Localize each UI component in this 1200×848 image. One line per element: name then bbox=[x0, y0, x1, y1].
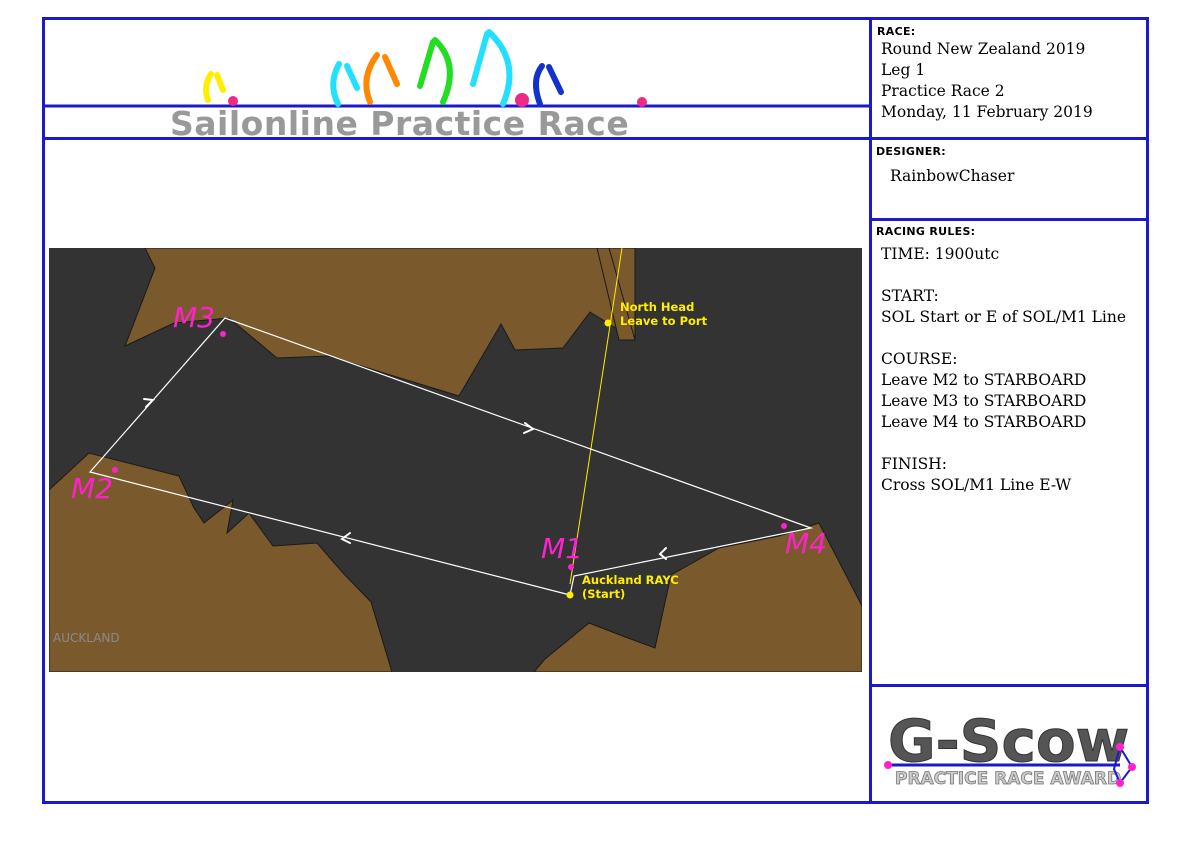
course-map: M1 M2 M3 M4 North Head Leave to Port Auc… bbox=[49, 248, 862, 672]
race-leg: Leg 1 bbox=[881, 61, 926, 79]
race-date: Monday, 11 February 2019 bbox=[881, 103, 1093, 121]
course-direction-arrow bbox=[340, 532, 351, 544]
logo-sub-text: PRACTICE RACE AWARD bbox=[895, 769, 1121, 789]
start-label: Auckland RAYC bbox=[582, 573, 679, 587]
designer-name: RainbowChaser bbox=[890, 167, 1015, 185]
designer-label: DESIGNER: bbox=[876, 145, 946, 158]
mark-m4-label: M4 bbox=[785, 527, 827, 560]
rules-time: TIME: 1900utc bbox=[881, 245, 1000, 263]
mark-m1-label: M1 bbox=[541, 532, 583, 565]
header-divider bbox=[42, 137, 1149, 140]
north-point-land bbox=[596, 248, 636, 341]
mark-m3-label: M3 bbox=[173, 301, 215, 334]
rules-course-heading: COURSE: bbox=[881, 350, 958, 368]
page-frame bbox=[42, 17, 1149, 804]
course-direction-arrow bbox=[658, 547, 667, 560]
mark-m3-dot bbox=[220, 331, 226, 337]
mark-m2-dot bbox=[112, 467, 118, 473]
course-route bbox=[88, 317, 814, 596]
race-label: RACE: bbox=[877, 25, 916, 38]
logo-course-icon bbox=[884, 743, 1136, 787]
rules-start-text: SOL Start or E of SOL/M1 Line bbox=[881, 308, 1127, 326]
north-shore-land bbox=[124, 248, 636, 397]
start-finish-line bbox=[569, 248, 623, 585]
designer-divider bbox=[869, 218, 1149, 221]
rules-finish-text: Cross SOL/M1 Line E-W bbox=[881, 476, 1072, 494]
banner-title: Sailonline Practice Race bbox=[170, 104, 630, 143]
north-head-dot bbox=[604, 319, 612, 327]
mark-m4-dot bbox=[781, 523, 787, 529]
start-note: (Start) bbox=[582, 587, 625, 601]
race-practice-number: Practice Race 2 bbox=[881, 82, 1005, 100]
banner-sails-graphic bbox=[45, 29, 869, 108]
course-direction-arrow bbox=[523, 422, 535, 434]
start-dot bbox=[566, 591, 574, 599]
rules-start-heading: START: bbox=[881, 287, 939, 305]
rules-course-m2: Leave M2 to STARBOARD bbox=[881, 371, 1087, 389]
rules-finish-heading: FINISH: bbox=[881, 455, 947, 473]
g-scow-award-logo: G-Scow PRACTICE RACE AWARD bbox=[884, 707, 1136, 789]
rules-label: RACING RULES: bbox=[876, 225, 976, 238]
course-direction-arrow bbox=[143, 398, 156, 408]
race-name: Round New Zealand 2019 bbox=[881, 40, 1086, 58]
north-head-label: North Head bbox=[620, 300, 694, 314]
north-head-note: Leave to Port bbox=[620, 314, 708, 328]
rules-course-m3: Leave M3 to STARBOARD bbox=[881, 392, 1087, 410]
column-divider bbox=[869, 17, 872, 804]
rules-divider bbox=[869, 684, 1149, 687]
place-label-auckland: AUCKLAND bbox=[53, 631, 120, 645]
southeast-land bbox=[533, 522, 862, 672]
rules-course-m4: Leave M4 to STARBOARD bbox=[881, 413, 1087, 431]
mark-m2-label: M2 bbox=[71, 472, 113, 505]
mark-m1-dot bbox=[568, 564, 574, 570]
